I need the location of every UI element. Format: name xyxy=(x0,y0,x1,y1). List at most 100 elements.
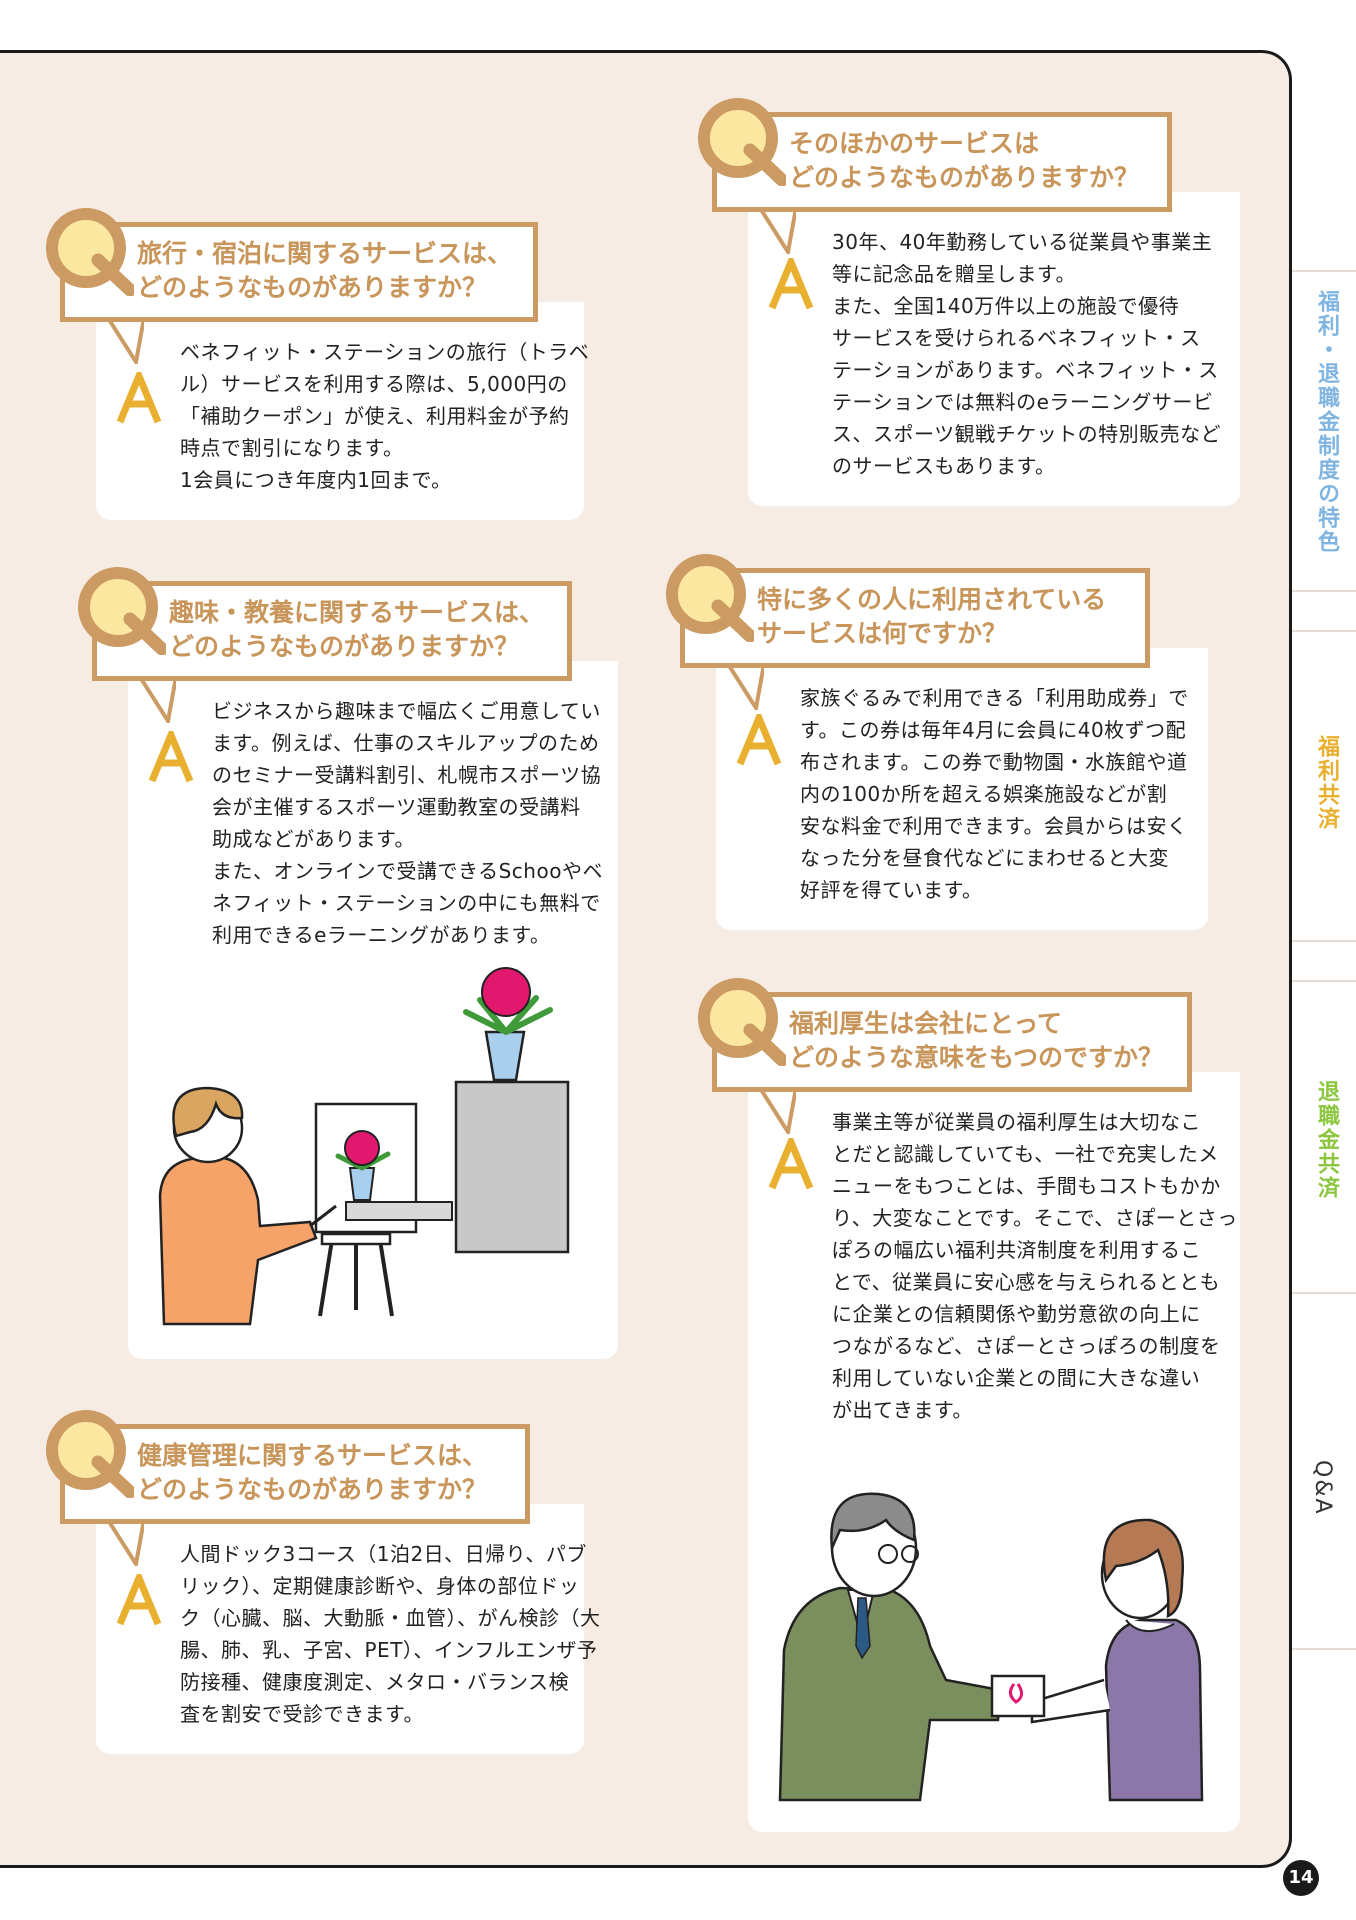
answer-line: 内の100か所を超える娯楽施設などが割 xyxy=(800,782,1168,806)
side-tab-label: 福利共済 xyxy=(1314,735,1339,831)
answer-line: り、大変なことです。そこで、さぽーとさっ xyxy=(832,1206,1238,1230)
answer-line: リック）、定期健康診断や、身体の部位ドッ xyxy=(180,1574,580,1598)
gift-handover-illustration xyxy=(778,1492,1204,1802)
answer-line: す。この券は毎年4月に会員に40枚ずつ配 xyxy=(800,718,1187,742)
answer-line: 布されます。この券で動物園・水族館や道 xyxy=(800,750,1188,774)
bubble-tail xyxy=(757,1088,796,1134)
side-tab-retirement[interactable]: 退職金共済 xyxy=(1292,1080,1356,1280)
answer-line: 安な料金で利用できます。会員からは安く xyxy=(800,814,1188,838)
answer-line: ス、スポーツ観戦チケットの特別販売など xyxy=(832,422,1222,446)
question-line: 健康管理に関するサービスは、 xyxy=(137,1441,488,1470)
side-tab-divider xyxy=(1292,1648,1356,1650)
q-icon xyxy=(698,98,786,186)
answer-line: つながるなど、さぽーとさっぽろの制度を xyxy=(832,1334,1221,1358)
answer-line: なった分を昼食代などにまわせると大変 xyxy=(800,846,1169,870)
bubble-tail xyxy=(105,1520,144,1566)
question-box: 趣味・教養に関するサービスは、 どのようなものがありますか？ xyxy=(92,581,572,681)
answer-line: 時点で割引になります。 xyxy=(180,436,404,460)
answer-text: 30年、40年勤務している従業員や事業主 等に記念品を贈呈します。 また、全国1… xyxy=(832,226,1221,482)
question-line: サービスは何ですか？ xyxy=(757,619,1008,648)
q-icon xyxy=(46,208,134,296)
bubble-tail xyxy=(105,318,144,364)
a-icon xyxy=(768,258,814,310)
question-line: 福利厚生は会社にとって xyxy=(789,1009,1063,1038)
answer-line: 事業主等が従業員の福利厚生は大切なこ xyxy=(832,1110,1201,1134)
answer-line: 防接種、健康度測定、メタロ・バランス検 xyxy=(180,1670,570,1694)
answer-line: テーションでは無料のeラーニングサービ xyxy=(832,390,1214,414)
question-line: どのようなものがありますか？ xyxy=(789,163,1140,192)
answer-line: ネフィット・ステーションの中にも無料で xyxy=(212,891,601,915)
question-line: どのようなものがありますか？ xyxy=(169,632,520,661)
answer-line: 会が主催するスポーツ運動教室の受講料 xyxy=(212,795,581,819)
bubble-tail xyxy=(757,208,796,254)
answer-line: サービスを受けられるベネフィット・ス xyxy=(832,326,1201,350)
answer-line: ル）サービスを利用する際は、5,000円の xyxy=(180,372,568,396)
answer-line: に企業との信頼関係や勤労意欲の向上に xyxy=(832,1302,1201,1326)
answer-line: ク（心臓、脳、大動脈・血管）、がん検診（大 xyxy=(180,1606,601,1630)
answer-text: 事業主等が従業員の福利厚生は大切なこ とだと認識していても、一社で充実したメ ニ… xyxy=(832,1106,1238,1426)
answer-line: ます。例えば、仕事のスキルアップのため xyxy=(212,731,600,755)
answer-line: 人間ドック3コース（1泊2日、日帰り、パブ xyxy=(180,1542,587,1566)
answer-line: ぽろの幅広い福利共済制度を利用するこ xyxy=(832,1238,1201,1262)
question-line: 特に多くの人に利用されている xyxy=(757,585,1107,614)
side-tab-divider xyxy=(1292,940,1356,942)
side-tab-welfare-mutual[interactable]: 福利共済 xyxy=(1292,735,1356,935)
page-number: 14 xyxy=(1283,1860,1319,1896)
answer-line: また、全国140万件以上の施設で優待 xyxy=(832,294,1180,318)
question-line: どのような意味をもつのですか？ xyxy=(789,1043,1164,1072)
answer-line: また、オンラインで受講できるSchooやベ xyxy=(212,859,603,883)
answer-line: 1会員につき年度内1回まで。 xyxy=(180,468,452,492)
side-tab-divider xyxy=(1292,630,1356,632)
answer-line: 査を割安で受診できます。 xyxy=(180,1702,424,1726)
answer-line: ビジネスから趣味まで幅広くご用意してい xyxy=(212,699,601,723)
side-tab-label: Q&A xyxy=(1310,1460,1335,1516)
answer-line: 助成などがあります。 xyxy=(212,827,415,851)
answer-line: 「補助クーポン」が使え、利用料金が予約 xyxy=(180,404,570,428)
answer-line: のセミナー受講料割引、札幌市スポーツ協 xyxy=(212,763,602,787)
answer-text: ビジネスから趣味まで幅広くご用意してい ます。例えば、仕事のスキルアップのため … xyxy=(212,695,603,951)
q-icon xyxy=(78,567,166,655)
answer-line: とだと認識していても、一社で充実したメ xyxy=(832,1142,1219,1166)
q-icon xyxy=(698,978,786,1066)
answer-line: テーションがあります。ベネフィット・ス xyxy=(832,358,1219,382)
question-line: 旅行・宿泊に関するサービスは、 xyxy=(137,239,513,268)
bubble-tail xyxy=(137,677,176,723)
answer-line: 等に記念品を贈呈します。 xyxy=(832,262,1076,286)
a-icon xyxy=(736,714,782,766)
a-icon xyxy=(116,1574,162,1626)
a-icon xyxy=(148,731,194,783)
side-tab-label: 福利・退職金制度の特色 xyxy=(1314,290,1339,554)
question-line: どのようなものがありますか？ xyxy=(137,1475,488,1504)
answer-line: のサービスもあります。 xyxy=(832,454,1056,478)
answer-text: ベネフィット・ステーションの旅行（トラベ ル）サービスを利用する際は、5,000… xyxy=(180,336,589,496)
question-box: 福利厚生は会社にとって どのような意味をもつのですか？ xyxy=(712,992,1192,1092)
question-line: 趣味・教養に関するサービスは、 xyxy=(169,598,545,627)
question-line: そのほかのサービスは xyxy=(789,129,1040,158)
side-tab-qa[interactable]: Q&A xyxy=(1292,1340,1356,1640)
answer-line: 好評を得ています。 xyxy=(800,878,983,902)
answer-line: 家族ぐるみで利用できる「利用助成券」で xyxy=(800,686,1189,710)
side-tab-divider xyxy=(1292,980,1356,982)
side-tab-divider xyxy=(1292,270,1356,272)
answer-text: 人間ドック3コース（1泊2日、日帰り、パブ リック）、定期健康診断や、身体の部位… xyxy=(180,1538,601,1730)
answer-line: 30年、40年勤務している従業員や事業主 xyxy=(832,230,1213,254)
answer-text: 家族ぐるみで利用できる「利用助成券」で す。この券は毎年4月に会員に40枚ずつ配… xyxy=(800,682,1189,906)
bubble-tail xyxy=(725,664,764,710)
answer-line: 利用できるeラーニングがあります。 xyxy=(212,923,551,947)
question-box: 特に多くの人に利用されている サービスは何ですか？ xyxy=(680,568,1150,668)
answer-line: が出てきます。 xyxy=(832,1398,973,1422)
answer-line: とで、従業員に安心感を与えられるととも xyxy=(832,1270,1221,1294)
question-box: 健康管理に関するサービスは、 どのようなものがありますか？ xyxy=(60,1424,530,1524)
answer-line: 利用していない企業との間に大きな違い xyxy=(832,1366,1201,1390)
side-tab-features[interactable]: 福利・退職金制度の特色 xyxy=(1292,290,1356,590)
answer-line: 腸、肺、乳、子宮、PET）、インフルエンザ予 xyxy=(180,1638,598,1662)
answer-line: ニューをもつことは、手間もコストもかか xyxy=(832,1174,1221,1198)
answer-box xyxy=(748,192,1240,506)
q-icon xyxy=(46,1410,134,1498)
side-tab-label: 退職金共済 xyxy=(1314,1080,1339,1200)
question-box: 旅行・宿泊に関するサービスは、 どのようなものがありますか？ xyxy=(60,222,538,322)
answer-line: ベネフィット・ステーションの旅行（トラベ xyxy=(180,340,590,364)
a-icon xyxy=(116,372,162,424)
side-tab-divider xyxy=(1292,590,1356,592)
answer-box xyxy=(716,648,1208,930)
